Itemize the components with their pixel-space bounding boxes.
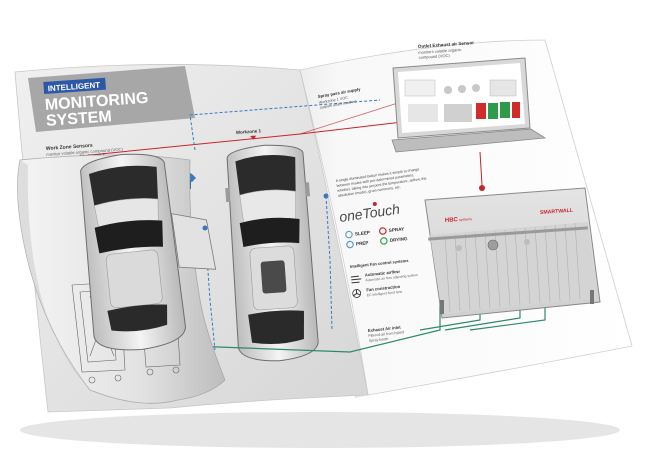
- hbc-sub: systems: [459, 217, 473, 222]
- mode-prep: PREP: [356, 240, 369, 246]
- feature-2-desc: EC intelligent fixed fans: [367, 290, 403, 298]
- car-right: [225, 144, 319, 362]
- mode-spray: SPRAY: [389, 226, 405, 233]
- exhaust-section: Exhaust Air inlet Filtered air from hybr…: [368, 325, 405, 343]
- fan-icon: [352, 289, 362, 298]
- car-left: [80, 153, 217, 351]
- feature-1-title: Automatic airflow: [365, 269, 401, 278]
- intelligent-tag: [43, 77, 106, 94]
- title-line-2: SYSTEM: [45, 108, 112, 130]
- outlet-title: Outlet Exhaust air Sensor: [418, 40, 475, 49]
- exhaust-desc-2: Spray booth: [369, 337, 389, 343]
- spray-booth-desc-2: outputs when reached: [319, 99, 357, 109]
- prep-mode-icon: [346, 240, 354, 249]
- spray-mode-icon: [378, 227, 387, 235]
- feature-2-title: Fan construction: [366, 284, 401, 293]
- smartwall-logo: SMARTWALL: [540, 208, 574, 216]
- hbc-logo: HBC: [445, 217, 459, 224]
- mode-legend: SLEEP SPRAY PREP DRYING: [345, 226, 409, 249]
- drying-mode-icon: [380, 237, 388, 245]
- spray-booth-desc-1: Workzone 1 VOC: [319, 96, 349, 105]
- control-title: Intelligent Fan control systems: [350, 258, 410, 269]
- sleep-mode-icon: [345, 230, 353, 239]
- workzone-2-marker: [250, 135, 257, 140]
- exhaust-desc-1: Filtered air from hybrid: [368, 330, 404, 338]
- smartwall-unit: HBC systems SMARTWALL: [424, 187, 601, 319]
- laptop: [391, 57, 547, 153]
- laptop-screen-ui: [404, 79, 520, 122]
- book-shadow: [20, 412, 620, 448]
- section-label: Work Zone Sensors: [46, 143, 93, 152]
- airflow-icon: [350, 275, 362, 284]
- center-fan-icon: [487, 239, 499, 251]
- workzone-2-label: Workzone 1: [236, 128, 262, 135]
- feature-1-desc: Automatic air flow adjusting system: [365, 273, 418, 283]
- mode-sleep: SLEEP: [355, 230, 371, 237]
- blue-sensor-lines: [189, 99, 381, 351]
- sensor-section: Work Zone Sensors monitor volatile organ…: [46, 143, 124, 157]
- outlet-desc-1: monitors volatile organic: [418, 47, 461, 55]
- laptop-red-line: [479, 151, 483, 186]
- tag-text: INTELLIGENT: [47, 81, 100, 94]
- title-block: INTELLIGENT MONITORING SYSTEM: [43, 77, 149, 130]
- outlet-desc-2: compound (VOC): [418, 53, 450, 60]
- onetouch-dot-icon: [372, 201, 377, 206]
- mode-drying: DRYING: [390, 236, 409, 243]
- exhaust-title: Exhaust Air inlet: [368, 325, 402, 333]
- section-desc: monitor volatile organic compound (VOC): [46, 147, 124, 157]
- laptop-base: [391, 128, 547, 153]
- fan-control-section: Intelligent Fan control systems Automati…: [350, 258, 418, 298]
